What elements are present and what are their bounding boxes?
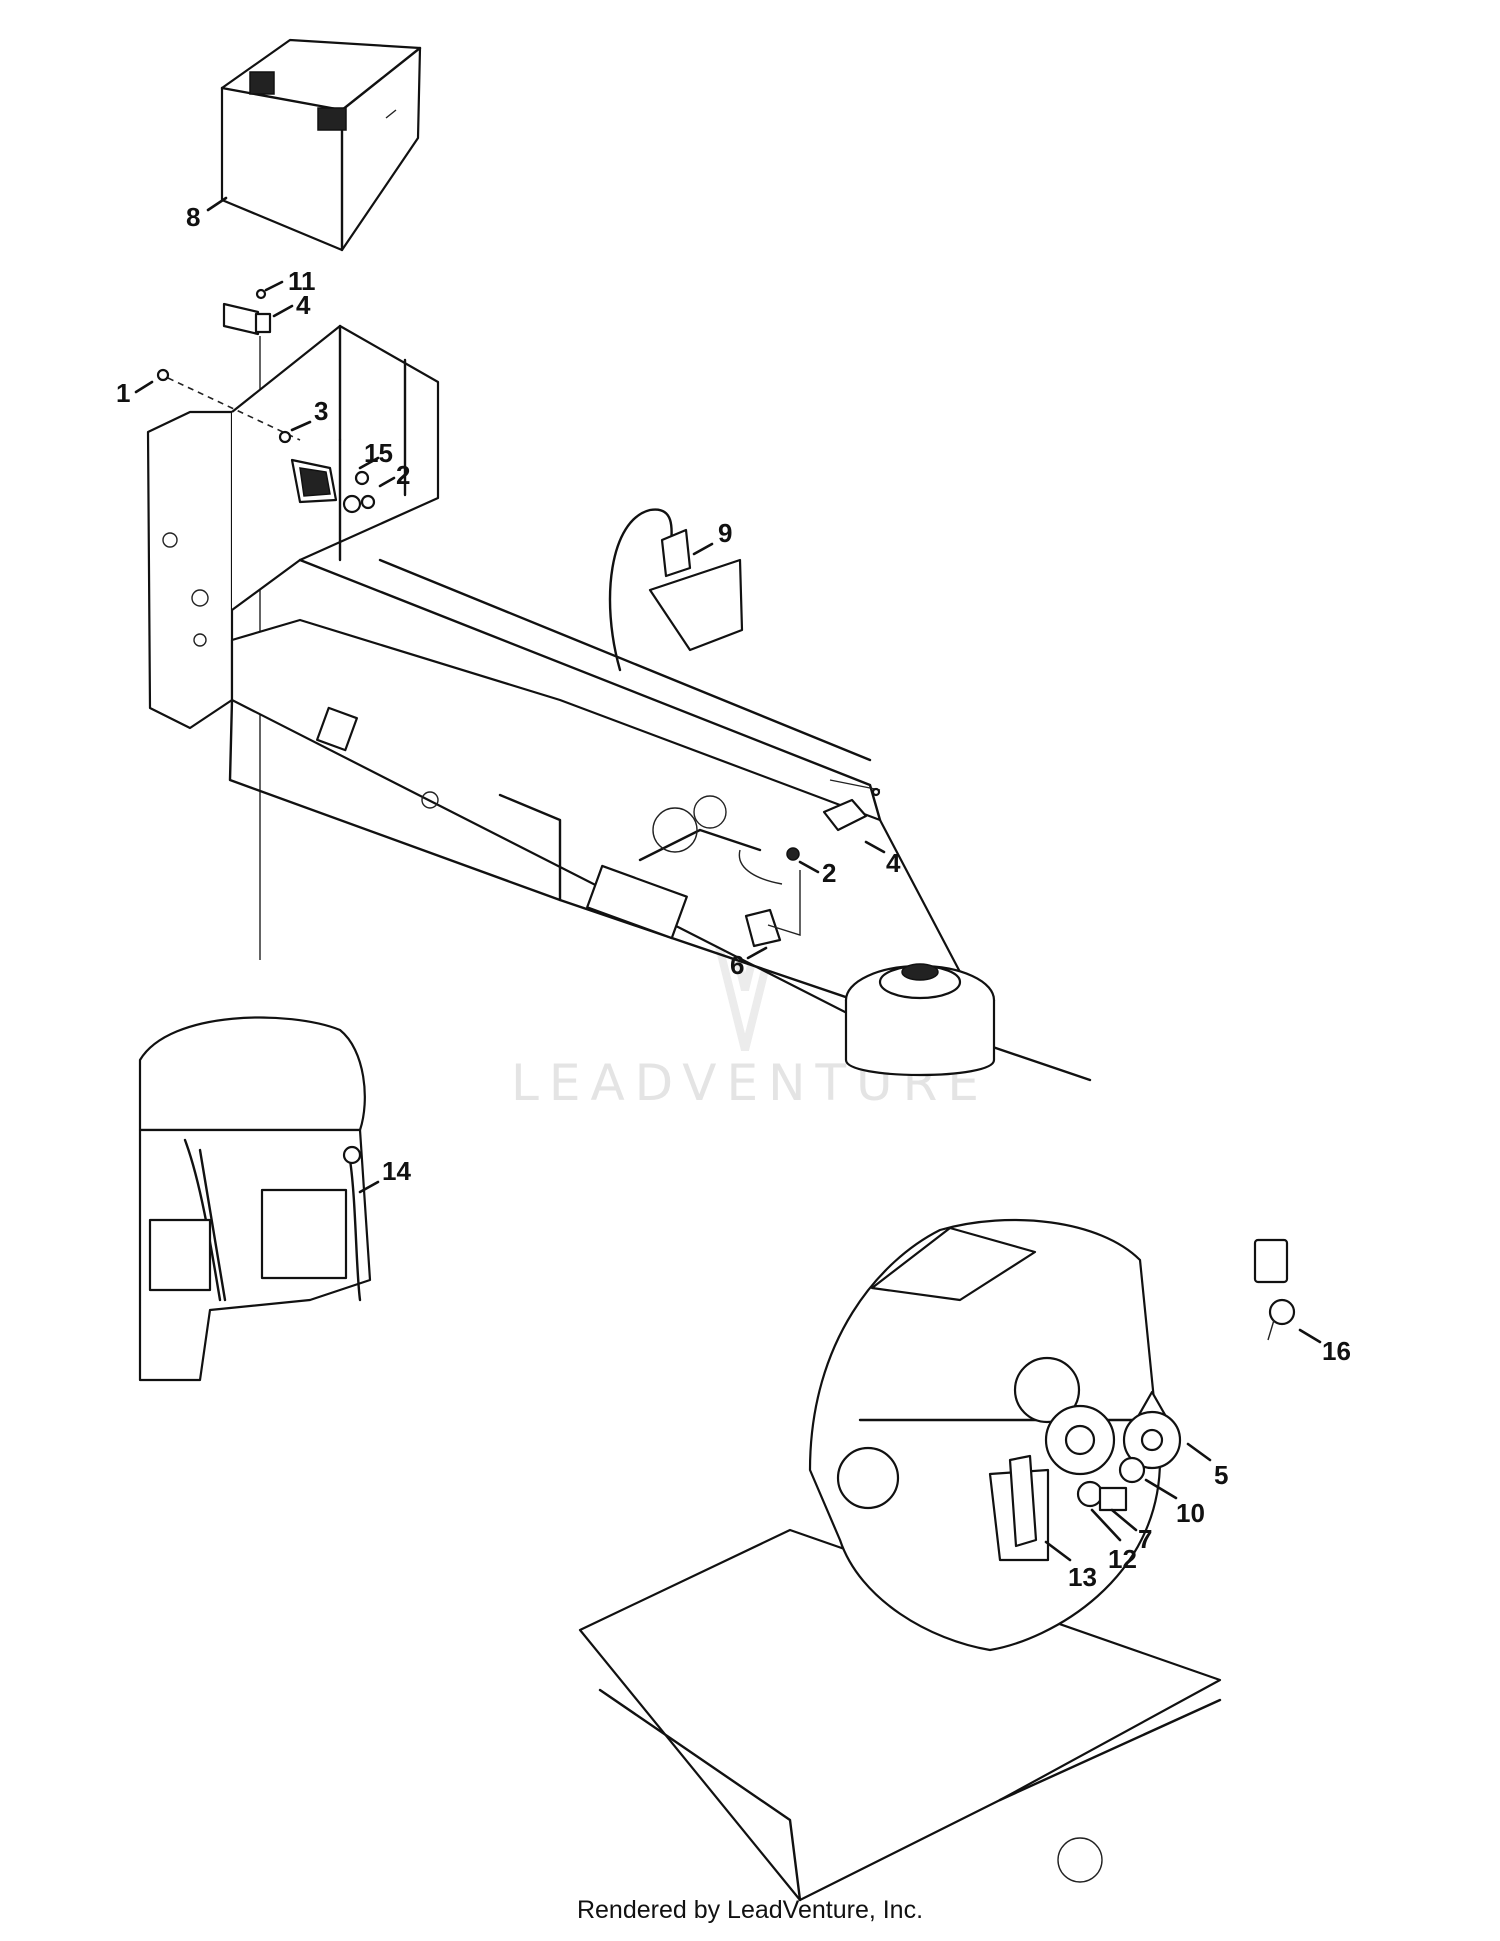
callout-11: 11 — [288, 266, 316, 296]
callout-4b: 4 — [886, 848, 901, 878]
footer-credit: Rendered by LeadVenture, Inc. — [576, 1896, 924, 1924]
nut-part — [786, 847, 800, 861]
callout-12: 12 — [1108, 1544, 1137, 1574]
pto-clutch-part — [844, 963, 996, 1077]
callout-2b: 2 — [822, 858, 836, 888]
callout-13: 13 — [1068, 1562, 1097, 1592]
dash-console-part — [578, 1218, 1222, 1902]
switch-part — [822, 779, 881, 832]
key-icon — [1253, 1238, 1296, 1341]
callout-16: 16 — [1322, 1336, 1351, 1366]
callout-8: 8 — [186, 202, 200, 232]
callout-15: 15 — [364, 438, 393, 468]
callout-9: 9 — [718, 518, 732, 548]
frame-assembly — [146, 324, 1092, 1082]
callout-leaders — [134, 196, 1322, 1562]
nut-3 — [278, 430, 292, 444]
callout-4: 4 — [296, 290, 311, 320]
callout-6: 6 — [730, 950, 744, 980]
callout-10: 10 — [1176, 1498, 1205, 1528]
callout-1: 1 — [116, 378, 130, 408]
bolt-1 — [156, 368, 170, 382]
callout-5: 5 — [1214, 1460, 1228, 1490]
callout-3: 3 — [314, 396, 328, 426]
seat-switch-part — [744, 870, 801, 948]
solenoid-part — [290, 458, 376, 514]
callout-2: 2 — [396, 460, 410, 490]
wire-harness-part — [608, 508, 744, 672]
callout-14: 14 — [382, 1156, 411, 1186]
callout-7: 7 — [1138, 1524, 1152, 1554]
battery-icon — [220, 38, 422, 252]
engine-part — [138, 1016, 372, 1382]
